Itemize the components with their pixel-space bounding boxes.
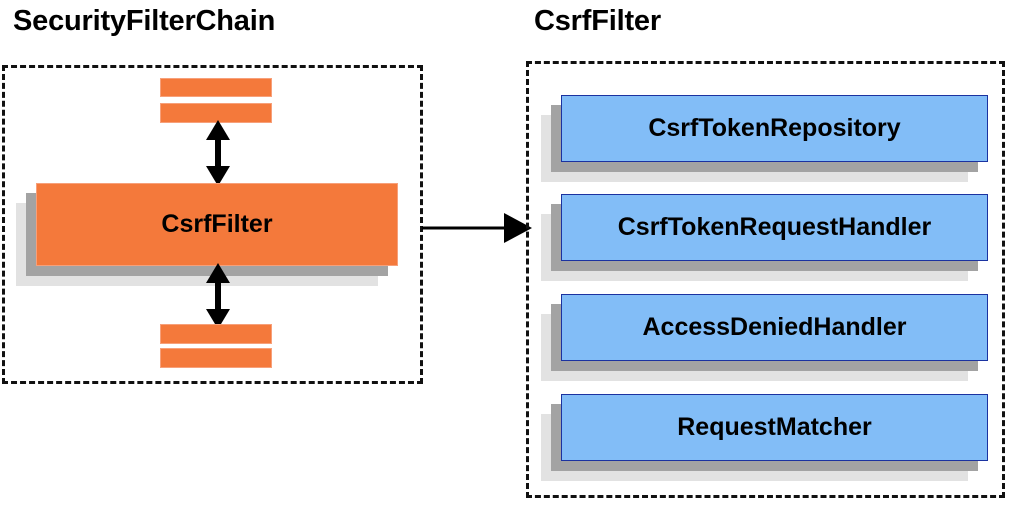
page-title-csrffilter: CsrfFilter <box>534 5 661 37</box>
node-csrftokenrepository[interactable]: CsrfTokenRepository <box>541 95 988 182</box>
node-label: CsrfFilter <box>161 210 273 238</box>
node-label: AccessDeniedHandler <box>642 313 907 341</box>
filter-bar-bottom-1 <box>160 324 272 344</box>
node-accessdeniedhandler[interactable]: AccessDeniedHandler <box>541 294 988 381</box>
node-face: RequestMatcher <box>561 394 988 461</box>
panel-csrffilter-collaborators <box>526 61 1005 498</box>
bidirectional-arrow-top <box>206 120 230 186</box>
node-face: CsrfTokenRequestHandler <box>561 194 988 261</box>
node-label: RequestMatcher <box>677 413 872 441</box>
node-face: CsrfFilter <box>36 183 398 266</box>
node-csrffilter[interactable]: CsrfFilter <box>16 183 398 286</box>
node-label: CsrfTokenRequestHandler <box>617 213 932 241</box>
connector-arrow-csrffilter <box>422 213 532 243</box>
filter-bar-top-2 <box>160 103 272 123</box>
node-requestmatcher[interactable]: RequestMatcher <box>541 394 988 481</box>
node-face: CsrfTokenRepository <box>561 95 988 162</box>
filter-bar-bottom-2 <box>160 348 272 368</box>
panel-securityfilterchain <box>2 65 423 384</box>
bidirectional-arrow-bottom <box>206 263 230 329</box>
node-csrftokenrequesthandler[interactable]: CsrfTokenRequestHandler <box>541 194 988 281</box>
page-title-securityfilterchain: SecurityFilterChain <box>13 5 276 37</box>
filter-bar-top-1 <box>160 78 272 97</box>
node-face: AccessDeniedHandler <box>561 294 988 361</box>
node-label: CsrfTokenRepository <box>648 114 901 142</box>
